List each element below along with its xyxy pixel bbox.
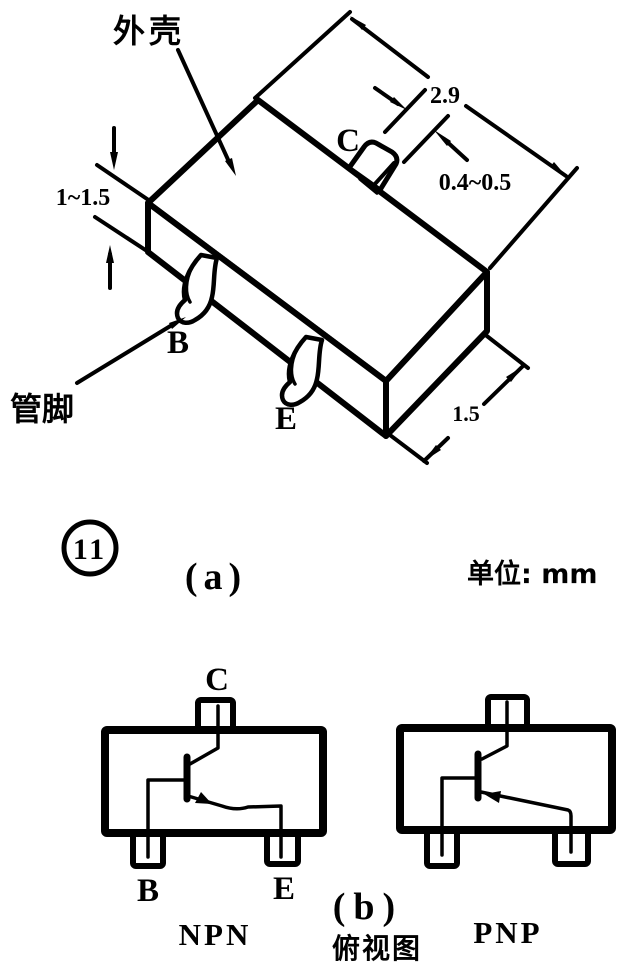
extension-line [93, 215, 152, 255]
collector-lead [188, 704, 220, 766]
collector-tab [346, 139, 400, 195]
figure-number-circle [61, 519, 119, 577]
dimension-pin-width: 0.4~0.5 [373, 86, 511, 196]
arrowhead-icon [169, 317, 186, 329]
base-pin [174, 252, 220, 325]
figure-number: 11 [73, 533, 107, 566]
extension-line [488, 166, 579, 270]
dimension-line [464, 104, 568, 178]
collector-pin-label: C [205, 662, 229, 698]
extension-line [95, 163, 152, 203]
arrowhead-icon [506, 366, 523, 382]
npn-transistor-symbol [146, 704, 283, 859]
extension-line [383, 88, 427, 134]
dim-length-text: 2.9 [430, 83, 460, 109]
extension-line [481, 331, 530, 370]
emitter-arrow-icon [195, 792, 212, 804]
package-isometric-view: 2.9 0.4~0.5 1~1.5 [10, 10, 579, 465]
dimension-body-height: 1~1.5 [56, 126, 152, 290]
arrowhead-icon [106, 245, 114, 263]
base-pin-label: B [167, 325, 189, 361]
part-a-label: (a) [185, 556, 247, 598]
part-b-label: (b) [333, 886, 403, 928]
pin-crease [289, 347, 299, 386]
emitter-lead [186, 794, 283, 859]
package-outline [101, 726, 327, 837]
pin-outline [279, 334, 325, 407]
right-face [383, 269, 490, 439]
collector-lead [480, 700, 509, 761]
npn-type-label: NPN [179, 917, 252, 952]
dimension-body-length: 2.9 [253, 10, 579, 270]
leader-line [75, 323, 174, 385]
dimension-line [350, 17, 430, 79]
arrowhead-icon [424, 445, 441, 461]
case-label: 外壳 [113, 12, 185, 50]
pin-crease [184, 265, 194, 304]
pin-leader-label: 管脚 [10, 390, 74, 428]
dim-height-text: 1~1.5 [56, 185, 110, 211]
dimension-body-depth: 1.5 [368, 331, 530, 465]
figure-b-caption: (b) 俯视图 [332, 886, 422, 963]
tab-fold-line [358, 177, 379, 195]
dim-depth-text: 1.5 [452, 401, 480, 426]
emitter-pin-label: E [273, 871, 295, 907]
extension-line [253, 10, 352, 100]
pin-callout: 管脚 [10, 317, 186, 428]
tab-fold-line [372, 161, 396, 187]
unit-note: 单位: mm [467, 558, 597, 590]
pin-outline [174, 252, 220, 325]
emitter-lead [479, 790, 573, 854]
pnp-top-view: PNP [396, 694, 616, 950]
emitter-pin [279, 334, 325, 407]
leader-line [176, 48, 232, 166]
arrowhead-icon [550, 162, 566, 176]
extension-line [402, 114, 450, 164]
arrowhead-icon [434, 130, 451, 146]
base-lead [146, 778, 186, 859]
arrowhead-icon [390, 97, 407, 110]
arrowhead-icon [110, 152, 118, 170]
emitter-arrow-icon [484, 791, 501, 803]
figure-a-caption: 11 (a) 单位: mm [61, 519, 597, 598]
arrowhead-icon [225, 158, 236, 176]
case-callout: 外壳 [113, 12, 236, 176]
top-view-caption: 俯视图 [332, 932, 422, 963]
base-pin-label: B [137, 873, 159, 909]
pnp-type-label: PNP [473, 915, 542, 950]
emitter-pin-label: E [275, 401, 297, 437]
arrowhead-icon [350, 16, 366, 30]
collector-pin-label: C [336, 123, 360, 159]
pnp-transistor-symbol [440, 700, 573, 857]
dim-pin-width-text: 0.4~0.5 [439, 170, 511, 196]
tab-outline [346, 139, 400, 193]
base-lead [440, 776, 477, 857]
npn-top-view: C B E NPN [101, 662, 327, 952]
